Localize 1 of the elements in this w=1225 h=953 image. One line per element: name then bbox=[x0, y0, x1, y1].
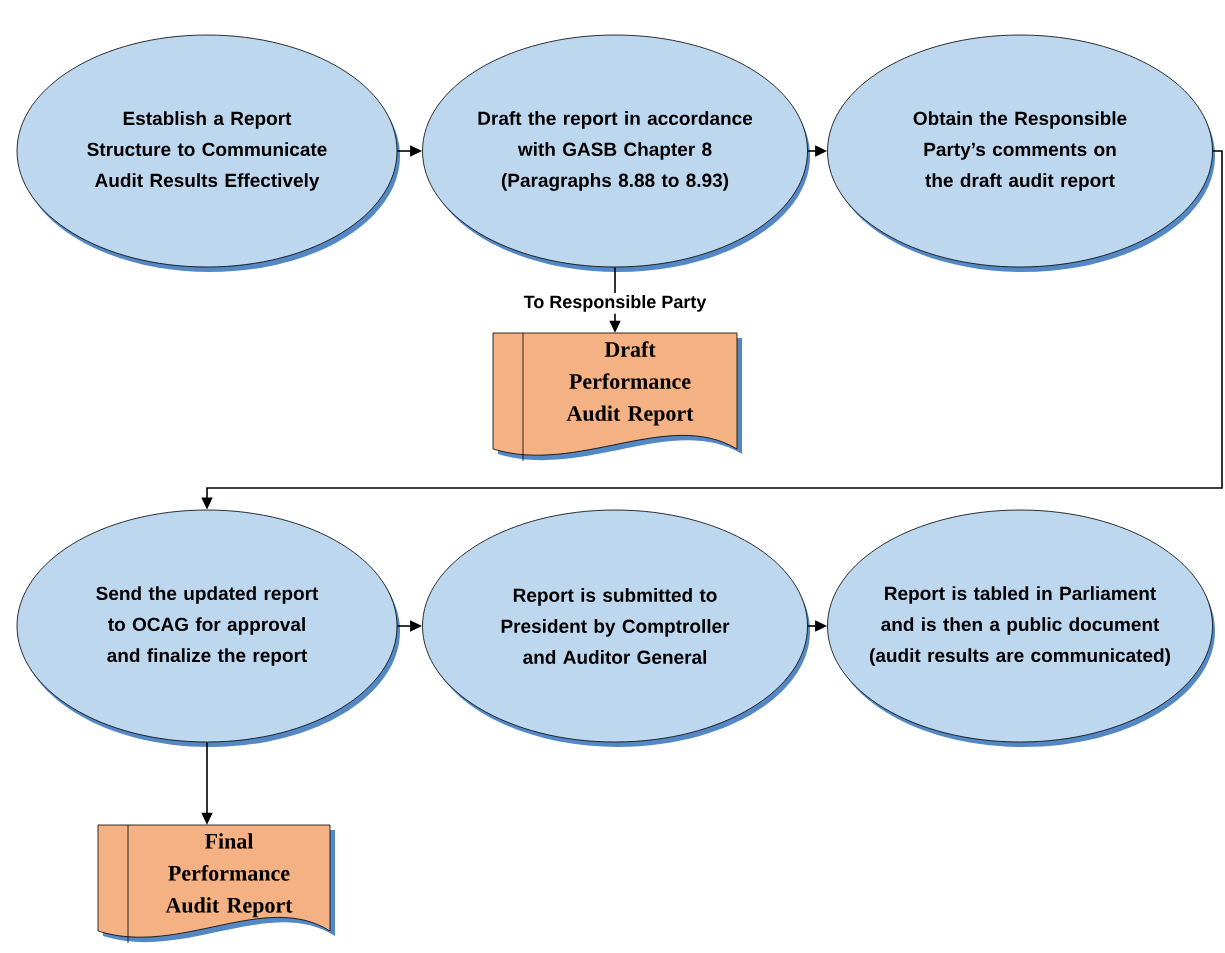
edge-label: To Responsible Party bbox=[521, 293, 709, 314]
